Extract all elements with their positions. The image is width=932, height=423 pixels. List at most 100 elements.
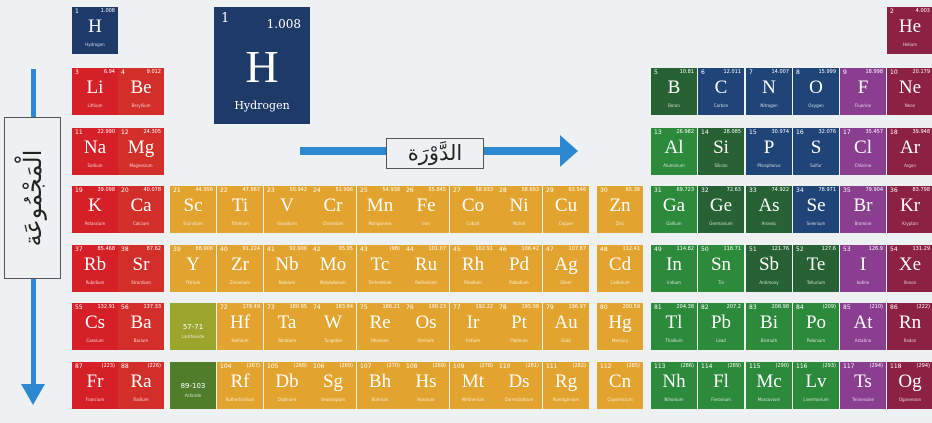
element-symbol: Zn (609, 195, 631, 216)
element-name: Boron (668, 103, 680, 108)
element-atomic-mass: 204.38 (676, 304, 695, 310)
element-name: Neon (904, 103, 916, 108)
element-symbol: Au (554, 312, 578, 333)
element-atomic-number: 11 (75, 129, 83, 136)
element-symbol: Br (853, 195, 873, 216)
element-atomic-mass: 18.998 (865, 69, 884, 75)
element-symbol: Te (806, 254, 826, 275)
element-name: Phosphorus (757, 163, 781, 168)
element-atomic-mass: 200.59 (622, 304, 641, 310)
key-atomic-number: 1 (221, 11, 230, 26)
element-symbol: Ni (509, 195, 529, 216)
element-atomic-mass: 74.922 (771, 187, 790, 193)
element-symbol: Hs (415, 371, 437, 392)
element-symbol: W (324, 312, 342, 333)
element-atomic-number: 77 (453, 304, 461, 311)
element-symbol: Sg (322, 371, 344, 392)
element-atomic-number: 49 (654, 246, 662, 253)
element-atomic-number: 10 (890, 69, 898, 76)
period-arrow-head-icon (560, 135, 578, 167)
element-atomic-mass: 186.21 (382, 304, 401, 310)
element-atomic-number: 31 (654, 187, 662, 194)
element-atomic-mass: (267) (246, 363, 260, 369)
element-atomic-number: 51 (749, 246, 757, 253)
element-atomic-number: 24 (313, 187, 321, 194)
element-symbol: Nb (275, 254, 299, 275)
element-name: Yttrium (185, 280, 201, 285)
element-atomic-number: 80 (600, 304, 608, 311)
element-atomic-mass: 192.22 (475, 304, 494, 310)
element-symbol: Os (415, 312, 437, 333)
element-name: Chlorine (854, 163, 872, 168)
element-symbol: H (88, 16, 102, 37)
element-atomic-mass: 20.179 (912, 69, 931, 75)
element-name: Gallium (666, 221, 682, 226)
element-atomic-number: 34 (796, 187, 804, 194)
element-atomic-mass: 79.904 (865, 187, 884, 193)
element-atomic-mass: (286) (680, 363, 694, 369)
element-atomic-mass: 83.798 (912, 187, 931, 193)
element-atomic-number: 42 (313, 246, 321, 253)
element-atomic-mass: 85.468 (97, 246, 116, 252)
key-atomic-mass: 1.008 (266, 17, 301, 31)
element-name: Radon (903, 338, 917, 343)
element-name: Helium (902, 42, 918, 47)
element-name: Copper (558, 221, 574, 226)
element-atomic-number: 76 (406, 304, 414, 311)
element-atomic-mass: 39.948 (912, 129, 931, 135)
element-name: Niobium (278, 280, 296, 285)
key-symbol: H (245, 41, 279, 92)
element-atomic-number: 15 (749, 129, 757, 136)
element-symbol: P (763, 137, 775, 158)
element-atomic-number: 40 (220, 246, 228, 253)
element-name: Scandium (183, 221, 203, 226)
element-atomic-mass: 101.07 (428, 246, 447, 252)
element-atomic-mass: 69.723 (676, 187, 695, 193)
element-symbol: Cl (854, 137, 872, 158)
element-atomic-mass: 63.546 (568, 187, 587, 193)
element-atomic-number: 74 (313, 304, 321, 311)
element-atomic-mass: (293) (822, 363, 836, 369)
element-name: Antimony (759, 280, 779, 285)
element-atomic-number: 46 (499, 246, 507, 253)
element-symbol: Ds (508, 371, 530, 392)
element-symbol: Ir (466, 312, 480, 333)
element-atomic-number: 28 (499, 187, 507, 194)
element-symbol: N (762, 77, 776, 98)
element-symbol: Hf (229, 312, 251, 333)
element-atomic-mass: 30.974 (771, 129, 790, 135)
element-symbol: K (88, 195, 102, 216)
element-atomic-mass: 114.82 (676, 246, 695, 252)
element-symbol: Mc (756, 371, 782, 392)
element-atomic-number: 7 (749, 69, 753, 76)
element-name: Seaborgium (320, 397, 346, 402)
element-atomic-mass: 6.94 (103, 69, 115, 75)
element-atomic-number: 36 (890, 187, 898, 194)
element-atomic-mass: 131.29 (912, 246, 931, 252)
element-atomic-number: 33 (749, 187, 757, 194)
element-symbol: Pt (511, 312, 527, 333)
element-atomic-mass: 9.012 (146, 69, 161, 75)
element-name: Bromine (854, 221, 872, 226)
